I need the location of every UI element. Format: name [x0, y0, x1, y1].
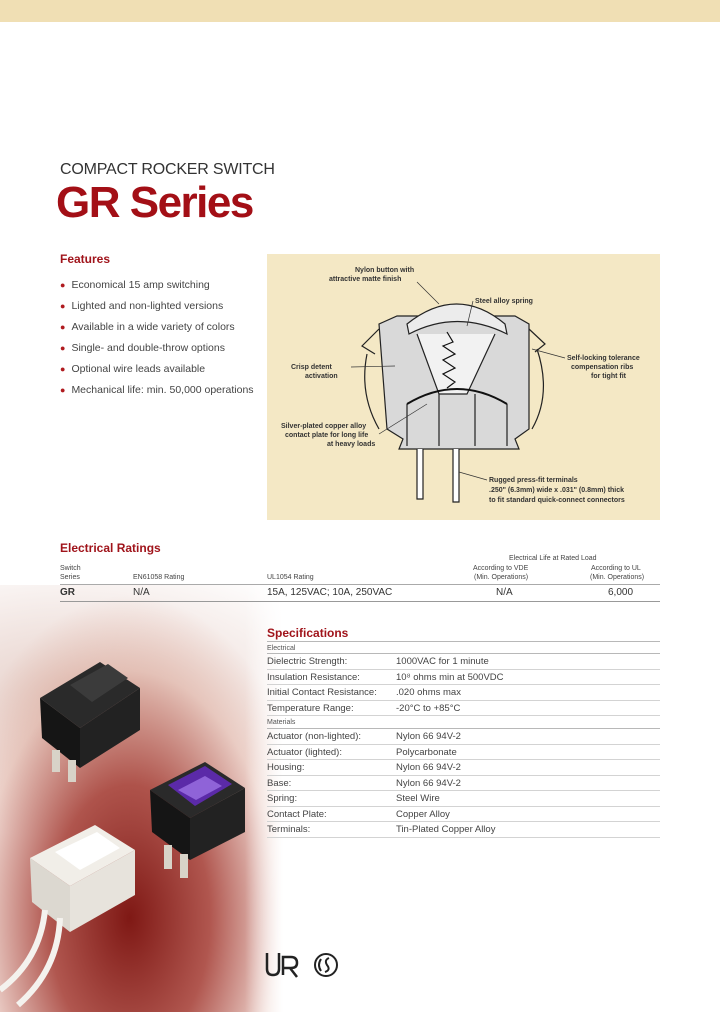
table-row: Actuator (lighted):Polycarbonate [267, 745, 660, 760]
list-item: ●Economical 15 amp switching [60, 278, 210, 291]
col-ul-life-2: (Min. Operations) [590, 574, 645, 581]
table-cell-vde: N/A [496, 587, 513, 598]
spec-group-electrical: Electrical [267, 641, 660, 654]
callout-rugged-terminals: .250" (6.3mm) wide x .031" (0.8mm) thick [489, 487, 624, 494]
table-row: Dielectric Strength:1000VAC for 1 minute [267, 654, 660, 670]
col-vde-2: (Min. Operations) [474, 574, 529, 581]
lighted-rocker-switch [150, 762, 245, 878]
page-title: GR Series [56, 178, 254, 227]
col-ul: UL1054 Rating [267, 574, 314, 581]
callout-rugged-terminals: to fit standard quick-connect connectors [489, 497, 625, 504]
col-en: EN61058 Rating [133, 574, 185, 581]
list-item: ●Mechanical life: min. 50,000 operations [60, 383, 254, 396]
specifications-table: Electrical Dielectric Strength:1000VAC f… [267, 641, 660, 838]
table-row: Temperature Range:-20°C to +85°C [267, 701, 660, 716]
callout-silver-plated: at heavy loads [327, 441, 375, 448]
bullet-dot-icon: ● [60, 321, 66, 332]
cutaway-drawing: Nylon button with attractive matte finis… [281, 267, 640, 504]
white-rocker-switch [0, 825, 135, 1008]
table-row: Spring:Steel Wire [267, 791, 660, 807]
table-row: Insulation Resistance:10⁸ ohms min at 50… [267, 670, 660, 685]
callout-steel-spring: Steel alloy spring [475, 298, 533, 305]
list-item: ●Optional wire leads available [60, 362, 206, 375]
page-subtitle: COMPACT ROCKER SWITCH [60, 161, 275, 178]
electrical-ratings-heading: Electrical Ratings [60, 541, 161, 555]
certification-logos [265, 953, 338, 978]
col-vde-1: According to VDE [473, 565, 529, 572]
table-row: Actuator (non-lighted):Nylon 66 94V-2 [267, 729, 660, 745]
table-cell-ul-life: 6,000 [608, 587, 634, 598]
features-heading: Features [60, 252, 111, 266]
top-band [0, 0, 720, 22]
callout-self-locking: for tight fit [591, 373, 627, 380]
table-cell-ul: 15A, 125VAC; 10A, 250VAC [267, 587, 393, 598]
callout-nylon-button: Nylon button with [355, 267, 414, 274]
csa-logo [314, 953, 338, 977]
list-item: ●Available in a wide variety of colors [60, 320, 235, 333]
features-list: ●Economical 15 amp switching ●Lighted an… [60, 274, 254, 400]
bullet-dot-icon: ● [60, 279, 66, 290]
table-row: Initial Contact Resistance:.020 ohms max [267, 685, 660, 701]
specifications-heading: Specifications [267, 626, 349, 640]
callout-nylon-button: attractive matte finish [329, 276, 401, 283]
list-item: ●Single- and double-throw options [60, 341, 225, 354]
table-row: Terminals:Tin-Plated Copper Alloy [267, 822, 660, 838]
black-rocker-switch [40, 662, 140, 782]
life-header: Electrical Life at Rated Load [509, 555, 597, 562]
callout-crisp-detent: Crisp detent [291, 364, 333, 371]
callout-crisp-detent: activation [305, 373, 338, 380]
col-series: Series [60, 574, 80, 581]
table-row: Housing:Nylon 66 94V-2 [267, 760, 660, 776]
bullet-dot-icon: ● [60, 363, 66, 374]
table-cell-en: N/A [133, 587, 150, 598]
bullet-dot-icon: ● [60, 384, 66, 395]
table-cell-series: GR [60, 587, 75, 598]
callout-self-locking: compensation ribs [571, 364, 633, 371]
product-photo-background [0, 585, 720, 1012]
col-ul-life-1: According to UL [591, 565, 641, 572]
callout-silver-plated: contact plate for long life [285, 432, 368, 439]
spec-group-materials: Materials [267, 716, 660, 729]
list-item: ●Lighted and non-lighted versions [60, 299, 224, 312]
switch-cutaway-diagram: Nylon button with attractive matte finis… [267, 254, 660, 520]
ur-recognized-logo [265, 953, 299, 978]
table-row: Contact Plate:Copper Alloy [267, 807, 660, 822]
col-switch: Switch [60, 565, 81, 572]
callout-rugged-terminals: Rugged press-fit terminals [489, 477, 578, 484]
product-photos [0, 662, 245, 1008]
table-row: Base:Nylon 66 94V-2 [267, 776, 660, 791]
callout-silver-plated: Silver-plated copper alloy [281, 423, 366, 430]
bullet-dot-icon: ● [60, 300, 66, 311]
bullet-dot-icon: ● [60, 342, 66, 353]
callout-self-locking: Self-locking tolerance [567, 355, 640, 362]
